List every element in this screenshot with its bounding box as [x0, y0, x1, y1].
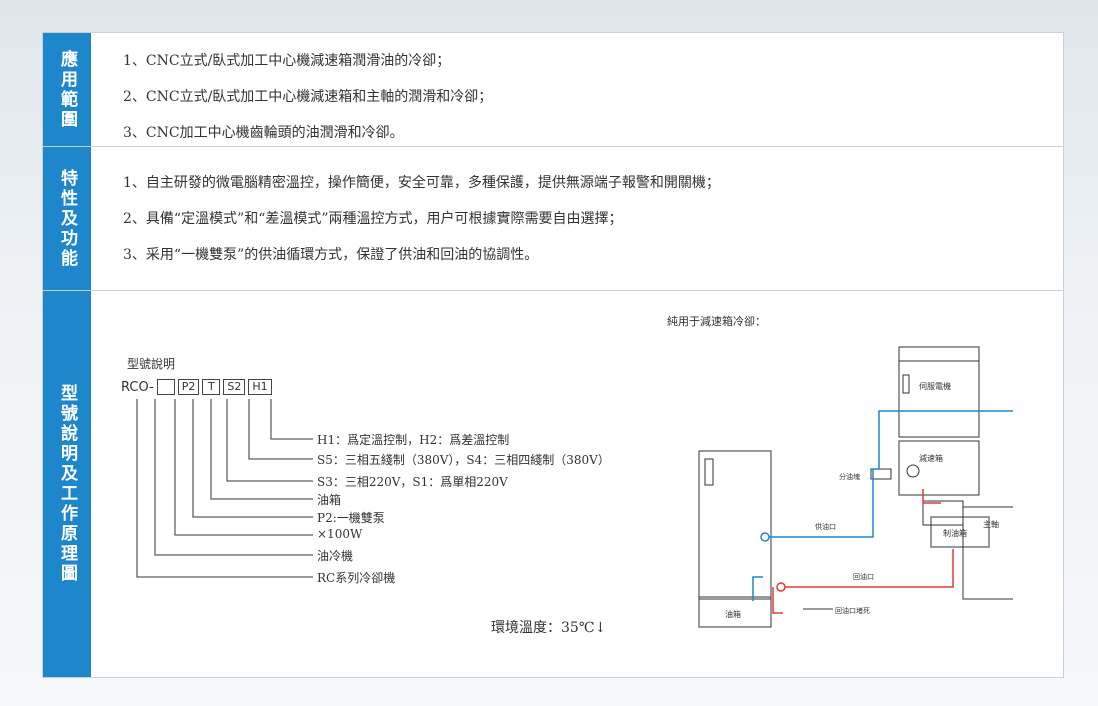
splitter-label: 分油塊: [839, 472, 860, 481]
gearbox: [898, 440, 980, 496]
model-code: RCO- P2 T S2 H1: [121, 379, 272, 395]
list-item: 3、CNC加工中心機齒輪頭的油潤滑和冷卻。: [123, 125, 404, 141]
diagram-note: 純用于減速箱冷卻：: [667, 315, 766, 328]
spindle-label: 主軸: [983, 519, 999, 529]
code-desc: ×100W: [317, 527, 363, 541]
section-heading: 型號說明及工作原理圖: [43, 291, 91, 677]
supply-pump-icon: [760, 532, 770, 542]
list-item: 3、采用“一機雙泵”的供油循環方式，保證了供油和回油的協調性。: [123, 247, 539, 263]
section-model-diagram: 型號說明及工作原理圖 型號說明 RCO- P2 T S2 H1: [43, 291, 1063, 677]
code-desc: H1：爲定溫控制，H2：爲差溫控制: [317, 433, 510, 447]
cooling-diagram: 油箱 伺服電機 減速箱 主軸 制油箱 分油塊 供油口: [698, 346, 1013, 628]
chiller-unit: [698, 450, 772, 600]
gear-oil-box: [930, 516, 990, 548]
leader-lines: [136, 399, 313, 578]
code-desc: 油冷機: [317, 549, 354, 563]
code-desc: P2:一機雙泵: [317, 511, 385, 525]
list-item: 2、具備“定溫模式”和“差溫模式”兩種溫控方式，用户可根據實際需要自由選擇；: [123, 211, 623, 227]
code-desc: S5：三相五綫制（380V），S4：三相四綫制（380V）: [317, 453, 610, 467]
code-box: P2: [177, 379, 200, 395]
code-box: S2: [223, 379, 246, 395]
spindle: [962, 506, 1013, 600]
model-code-explanation: 型號說明 RCO- P2 T S2 H1 H1：爲定溫控制，H2：爲差溫控制: [121, 349, 687, 649]
servo-label: 伺服電機: [919, 381, 951, 391]
gear-oil-label: 制油箱: [943, 528, 967, 538]
section-features: 特性及功能 1、自主研發的微電腦精密溫控，操作簡便，安全可靠，多種保護，提供無源…: [43, 147, 1063, 291]
section-heading: 特性及功能: [43, 147, 91, 290]
item-list: 1、CNC立式/臥式加工中心機減速箱潤滑油的冷卻； 2、CNC立式/臥式加工中心…: [123, 43, 492, 151]
chiller-panel: [704, 458, 714, 486]
gearbox-label: 減速箱: [919, 453, 943, 463]
oil-tank: [698, 596, 772, 628]
section-applications: 應用範圍 1、CNC立式/臥式加工中心機減速箱潤滑油的冷卻； 2、CNC立式/臥…: [43, 33, 1063, 147]
ambient-temp: 環境溫度：35℃↓: [491, 620, 607, 636]
list-item: 1、自主研發的微電腦精密溫控，操作簡便，安全可靠，多種保護，提供無源端子報警和開…: [123, 175, 720, 191]
spec-sheet: 應用範圍 1、CNC立式/臥式加工中心機減速箱潤滑油的冷卻； 2、CNC立式/臥…: [42, 32, 1064, 678]
code-desc: 油箱: [317, 493, 342, 507]
code-box: H1: [248, 379, 272, 395]
supply-port-label: 供油口: [815, 522, 836, 531]
code-desc: S3：三相220V，S1：爲單相220V: [317, 475, 508, 489]
model-prefix: RCO-: [121, 379, 154, 395]
return-pump-icon: [776, 582, 786, 592]
item-list: 1、自主研發的微電腦精密溫控，操作簡便，安全可靠，多種保護，提供無源端子報警和開…: [123, 165, 720, 273]
list-item: 2、CNC立式/臥式加工中心機減速箱和主軸的潤滑和冷卻；: [123, 89, 493, 105]
code-box: T: [202, 379, 221, 395]
return-port-label: 回油口: [853, 572, 874, 581]
return-blocked-label: 回油口堵死: [835, 606, 870, 615]
code-box: [156, 379, 175, 395]
splitter: [870, 468, 892, 480]
code-desc: RC系列冷卻機: [317, 571, 396, 585]
tank-label: 油箱: [725, 609, 741, 619]
section-heading: 應用範圍: [43, 33, 91, 146]
model-title: 型號說明: [127, 357, 176, 371]
list-item: 1、CNC立式/臥式加工中心機減速箱潤滑油的冷卻；: [123, 53, 451, 69]
servo-motor: [898, 346, 980, 438]
